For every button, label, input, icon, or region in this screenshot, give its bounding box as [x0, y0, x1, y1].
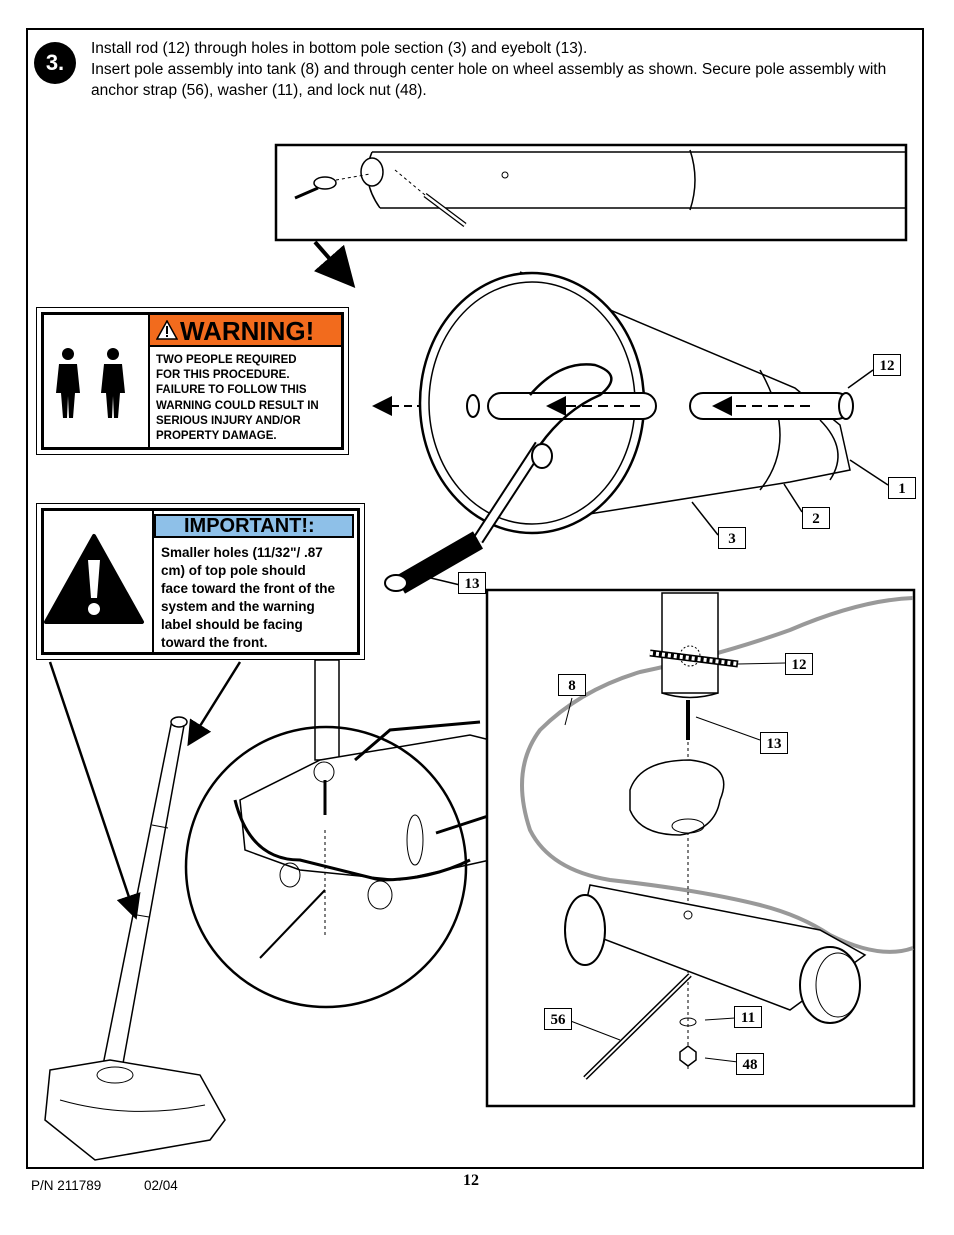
- important-header: IMPORTANT!:: [154, 514, 354, 538]
- page-number: 12: [463, 1172, 479, 1189]
- warning-line: SERIOUS INJURY AND/OR: [156, 414, 301, 427]
- revision-date: 02/04: [144, 1178, 178, 1193]
- pole-on-base-drawing: [44, 661, 242, 1161]
- warning-text: TWO PEOPLE REQUIRED FOR THIS PROCEDURE. …: [156, 353, 337, 444]
- warning-label: WARNING! TWO PEOPLE REQUIRED FOR THIS PR…: [36, 307, 349, 455]
- pole-bottom-drawing: [372, 271, 889, 594]
- callout-56: 56: [544, 1008, 572, 1030]
- important-line: toward the front.: [161, 635, 268, 650]
- base-zoom-circle: [184, 659, 574, 1009]
- warning-icon-cell: [44, 315, 150, 447]
- instruction-line-2: Insert pole assembly into tank (8) and t…: [91, 61, 887, 99]
- exclamation-triangle-icon: [44, 534, 144, 624]
- callout-13-detail: 13: [760, 732, 788, 754]
- warning-line: PROPERTY DAMAGE.: [156, 430, 277, 443]
- warning-line: FAILURE TO FOLLOW THIS: [156, 384, 307, 397]
- callout-3: 3: [718, 527, 746, 549]
- pole-detail-inset: [274, 143, 908, 242]
- important-line: face toward the front of the: [161, 581, 336, 596]
- important-label: IMPORTANT!: Smaller holes (11/32"/ .87 c…: [36, 503, 365, 660]
- important-line: cm) of top pole should: [161, 563, 306, 578]
- callout-8: 8: [558, 674, 586, 696]
- two-people-icon: [56, 348, 125, 418]
- important-line: label should be facing: [161, 617, 303, 632]
- part-number: P/N 211789: [31, 1178, 102, 1193]
- warning-header: WARNING!: [150, 315, 341, 347]
- callout-48: 48: [736, 1053, 764, 1075]
- callout-2: 2: [802, 507, 830, 529]
- warning-line: FOR THIS PROCEDURE.: [156, 369, 290, 382]
- instruction-text: Install rod (12) through holes in bottom…: [91, 38, 901, 101]
- callout-12-detail: 12: [785, 653, 813, 675]
- callout-13-eyebolt: 13: [458, 572, 486, 594]
- warning-triangle-icon: [156, 320, 178, 340]
- important-line: system and the warning: [161, 599, 315, 614]
- page-frame: [26, 28, 924, 1169]
- warning-line: TWO PEOPLE REQUIRED: [156, 354, 297, 366]
- callout-12-rod: 12: [873, 354, 901, 376]
- important-text: Smaller holes (11/32"/ .87 cm) of top po…: [161, 544, 353, 652]
- important-icon-cell: [44, 511, 154, 652]
- callout-11: 11: [734, 1006, 762, 1028]
- warning-title: WARNING!: [180, 316, 315, 346]
- callout-1: 1: [888, 477, 916, 499]
- step-number-badge: 3.: [34, 42, 76, 84]
- instruction-line-1: Install rod (12) through holes in bottom…: [91, 40, 588, 57]
- important-line: Smaller holes (11/32"/ .87: [161, 545, 323, 560]
- warning-line: WARNING COULD RESULT IN: [156, 399, 319, 412]
